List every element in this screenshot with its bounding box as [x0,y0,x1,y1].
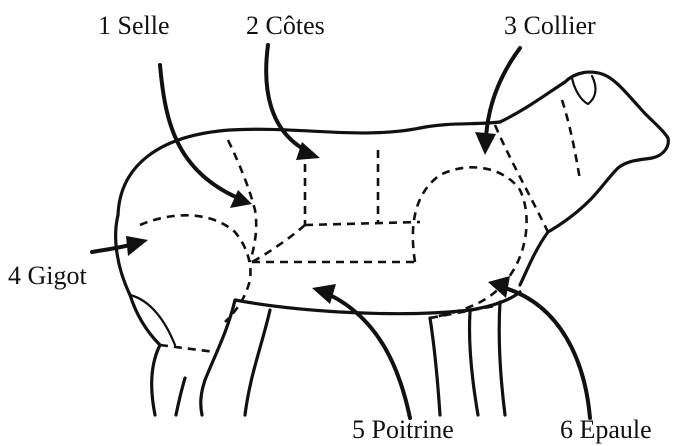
front-leg-2 [469,312,478,415]
throat [548,200,590,232]
label-poitrine: 5 Poitrine [352,415,454,444]
label-collier: 3 Collier [504,11,596,40]
gigot-arrow-head [126,236,148,256]
hind-leg-2b [176,378,185,415]
epaule-arrow-line [505,288,590,418]
poitrine-arrow-head [312,284,336,304]
cotes-bottom [305,222,420,225]
rump [116,215,160,345]
collier-arrow-line [486,48,520,138]
head [565,72,668,200]
hind-leg-back [152,345,160,415]
front-leg-3 [499,302,505,415]
hind-leg-2 [245,310,270,415]
hind-joint [160,345,215,352]
collier-boundary [495,125,548,232]
neck-head-boundary [562,100,580,180]
gigot-arrow-line [92,245,130,252]
label-gigot: 4 Gigot [8,261,88,290]
selle-diagonal [252,225,305,262]
ear [572,76,595,104]
label-cotes: 2 Côtes [246,11,325,40]
hind-leg-front [201,300,235,415]
neck-top [500,82,565,122]
collier-arrow-head [475,132,496,155]
arrows [92,45,590,418]
label-selle: 1 Selle [98,11,170,40]
epaule-boundary [413,167,527,318]
label-epaule: 6 Epaule [560,415,652,444]
cotes-arrow-line [266,45,305,150]
chest [520,232,548,285]
front-leg-1 [430,318,440,415]
